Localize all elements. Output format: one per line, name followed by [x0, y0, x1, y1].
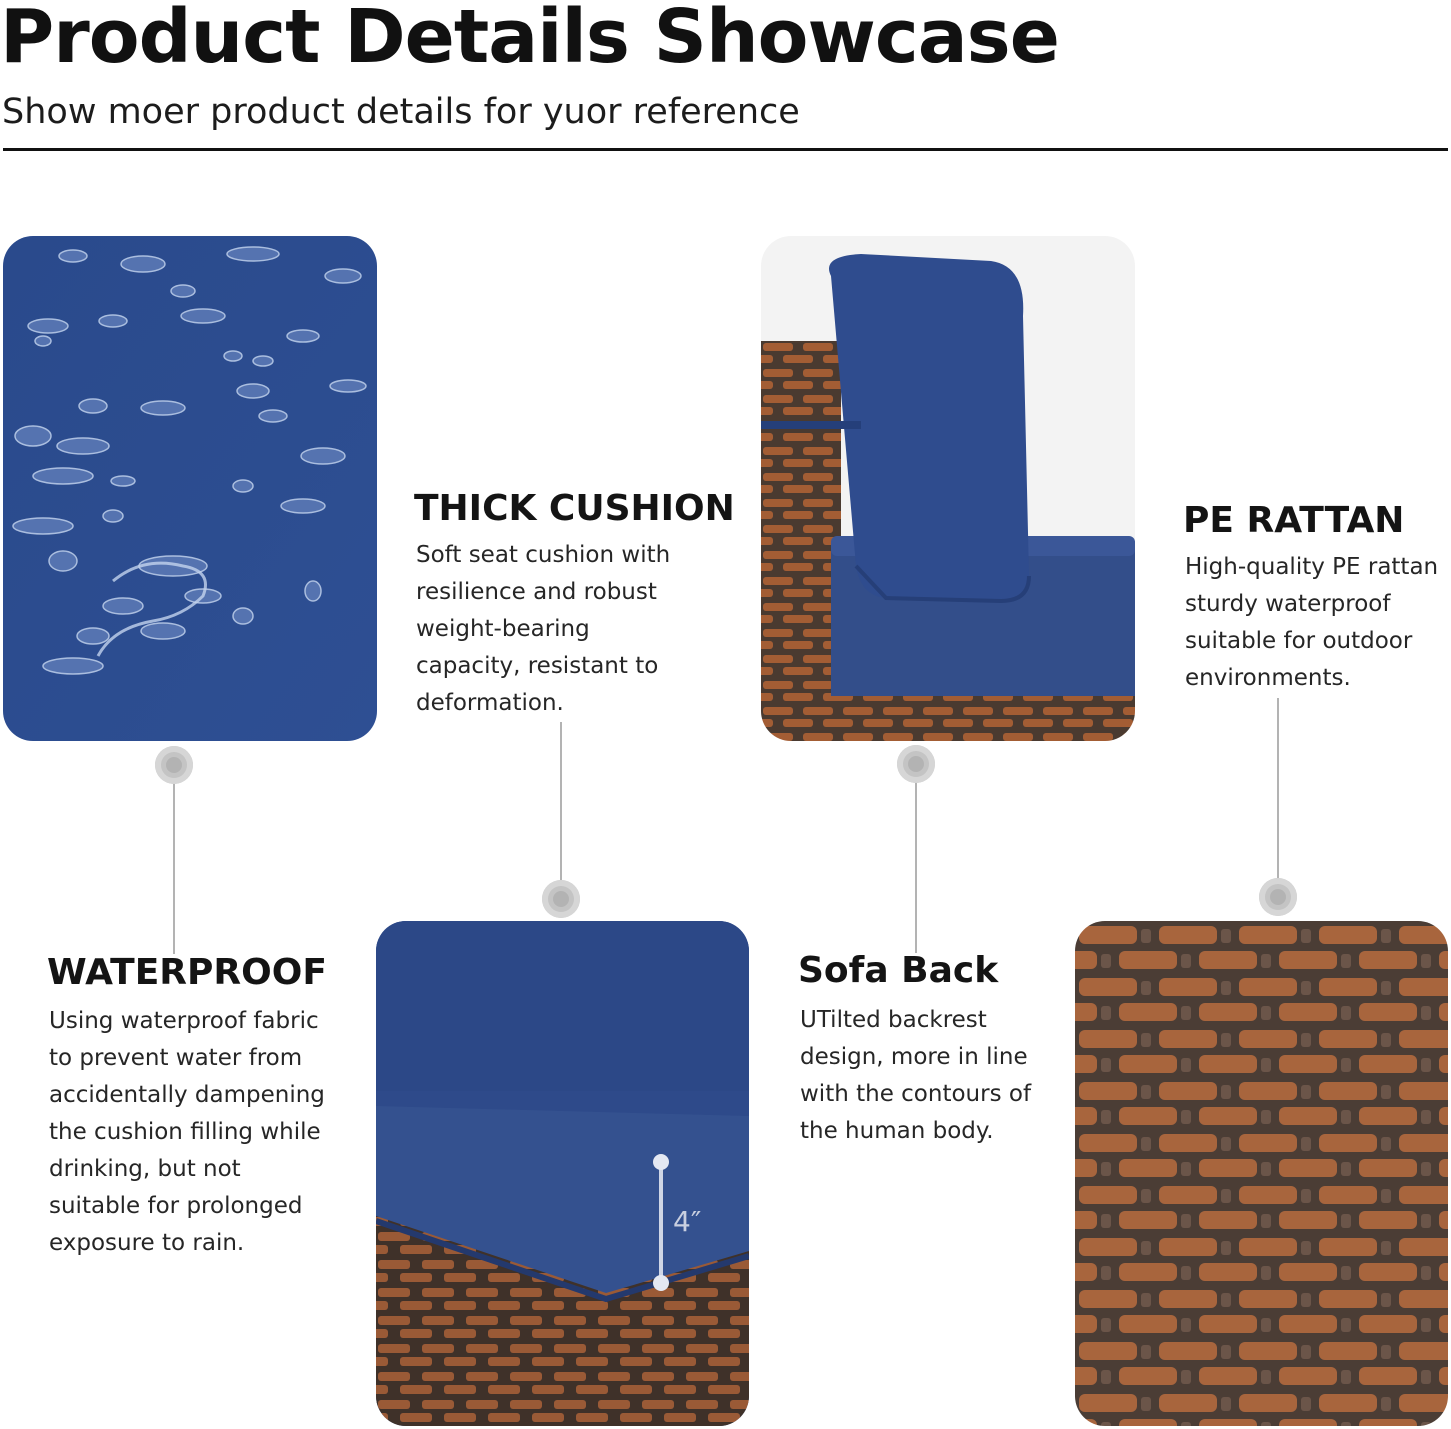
waterproof-image — [3, 236, 377, 741]
thick-cushion-description: Soft seat cushion with resilience and ro… — [416, 542, 671, 716]
pe-rattan-connector-dot — [1259, 878, 1297, 916]
thick-cushion-image — [376, 921, 749, 1426]
sofa-back-image — [761, 236, 1135, 741]
cushion-height-marker — [653, 1154, 669, 1291]
waterproof-connector-line — [173, 784, 175, 954]
cushion-height-label: 4″ — [673, 1205, 702, 1238]
pe-rattan-image — [1075, 921, 1448, 1426]
page-title: Product Details Showcase — [0, 0, 1060, 80]
waterproof-connector-dot — [155, 746, 193, 784]
sofa-back-connector-dot — [897, 745, 935, 783]
thick-cushion-heading: THICK CUSHION — [414, 488, 735, 529]
sofa-back-connector-line — [915, 783, 917, 953]
pe-rattan-connector-line — [1277, 698, 1279, 880]
waterproof-heading: WATERPROOF — [47, 952, 327, 993]
sofa-back-heading: Sofa Back — [798, 950, 999, 991]
pe-rattan-heading: PE RATTAN — [1183, 500, 1405, 541]
pe-rattan-description: High-quality PE rattan sturdy waterproof… — [1185, 554, 1439, 691]
page-subtitle: Show moer product details for yuor refer… — [2, 92, 800, 132]
sofa-back-description: UTilted backrest design, more in line wi… — [800, 1007, 1032, 1144]
thick-cushion-connector-dot — [542, 880, 580, 918]
waterproof-description: Using waterproof fabric to prevent water… — [49, 1008, 325, 1256]
header-divider — [3, 148, 1448, 151]
thick-cushion-connector-line — [560, 722, 562, 882]
